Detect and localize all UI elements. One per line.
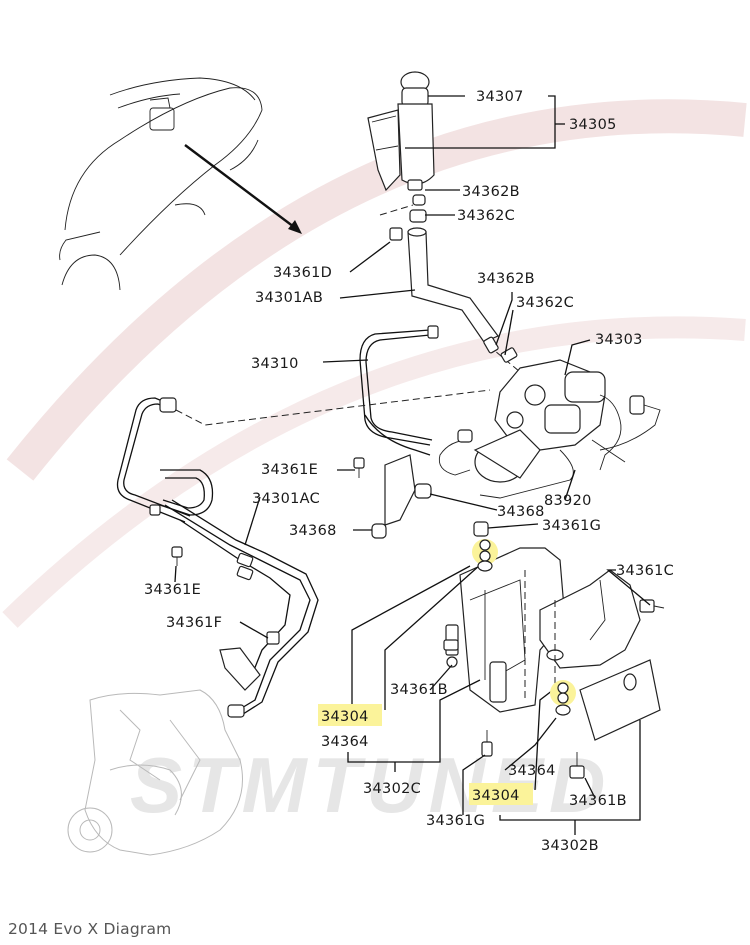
callout-34364-right[interactable]: 34364 <box>508 763 556 779</box>
suction-hose-illustration <box>379 204 521 373</box>
callout-34302B[interactable]: 34302B <box>541 838 599 854</box>
callout-34304-right[interactable]: 34304 <box>472 788 520 804</box>
callout-34362C-top[interactable]: 34362C <box>457 208 515 224</box>
highlight-label-34304-right <box>469 783 533 805</box>
callout-34307[interactable]: 34307 <box>476 89 524 105</box>
background-watermark-arcs <box>2 99 747 628</box>
callout-34364-left[interactable]: 34364 <box>321 734 369 750</box>
callout-34310[interactable]: 34310 <box>251 356 299 372</box>
bushing-illustration <box>477 539 571 716</box>
reservoir-tank-illustration <box>367 71 435 223</box>
callout-34301AB[interactable]: 34301AB <box>255 290 323 306</box>
callout-34361G-bottom[interactable]: 34361G <box>426 813 485 829</box>
pump-assembly-illustration <box>438 359 661 499</box>
callout-34361G-top[interactable]: 34361G <box>542 518 601 534</box>
diagram-caption: 2014 Evo X Diagram <box>8 920 172 938</box>
callout-34361B-left[interactable]: 34361B <box>390 682 448 698</box>
highlight-label-34304-left <box>318 704 382 726</box>
callout-34303[interactable]: 34303 <box>595 332 643 348</box>
callout-34368-right[interactable]: 34368 <box>497 504 545 520</box>
callout-34362B-top[interactable]: 34362B <box>462 184 520 200</box>
pressure-tube-illustration <box>116 325 491 718</box>
callout-34361E-mid[interactable]: 34361E <box>261 462 318 478</box>
callout-34361D[interactable]: 34361D <box>273 265 332 281</box>
callout-34304-left[interactable]: 34304 <box>321 709 369 725</box>
callout-34305[interactable]: 34305 <box>569 117 617 133</box>
callout-34361B-right[interactable]: 34361B <box>569 793 627 809</box>
callout-34361F[interactable]: 34361F <box>166 615 222 631</box>
transmission-ghost-illustration <box>67 689 243 856</box>
pump-bracket-illustration <box>443 547 661 779</box>
callout-34302C[interactable]: 34302C <box>363 781 421 797</box>
callout-34361E-left[interactable]: 34361E <box>144 582 201 598</box>
fasteners-illustration <box>149 457 665 645</box>
callout-34362B-mid[interactable]: 34362B <box>477 271 535 287</box>
callout-34368-left[interactable]: 34368 <box>289 523 337 539</box>
callout-labels: 34307 34305 34362B 34362C 34361D 34362B … <box>144 89 674 854</box>
callout-34301AC[interactable]: 34301AC <box>252 491 320 507</box>
vehicle-location-illustration <box>59 77 302 291</box>
callout-34361C[interactable]: 34361C <box>616 563 674 579</box>
callout-83920[interactable]: 83920 <box>544 493 592 509</box>
callout-34362C-mid[interactable]: 34362C <box>516 295 574 311</box>
leader-lines <box>174 95 651 835</box>
